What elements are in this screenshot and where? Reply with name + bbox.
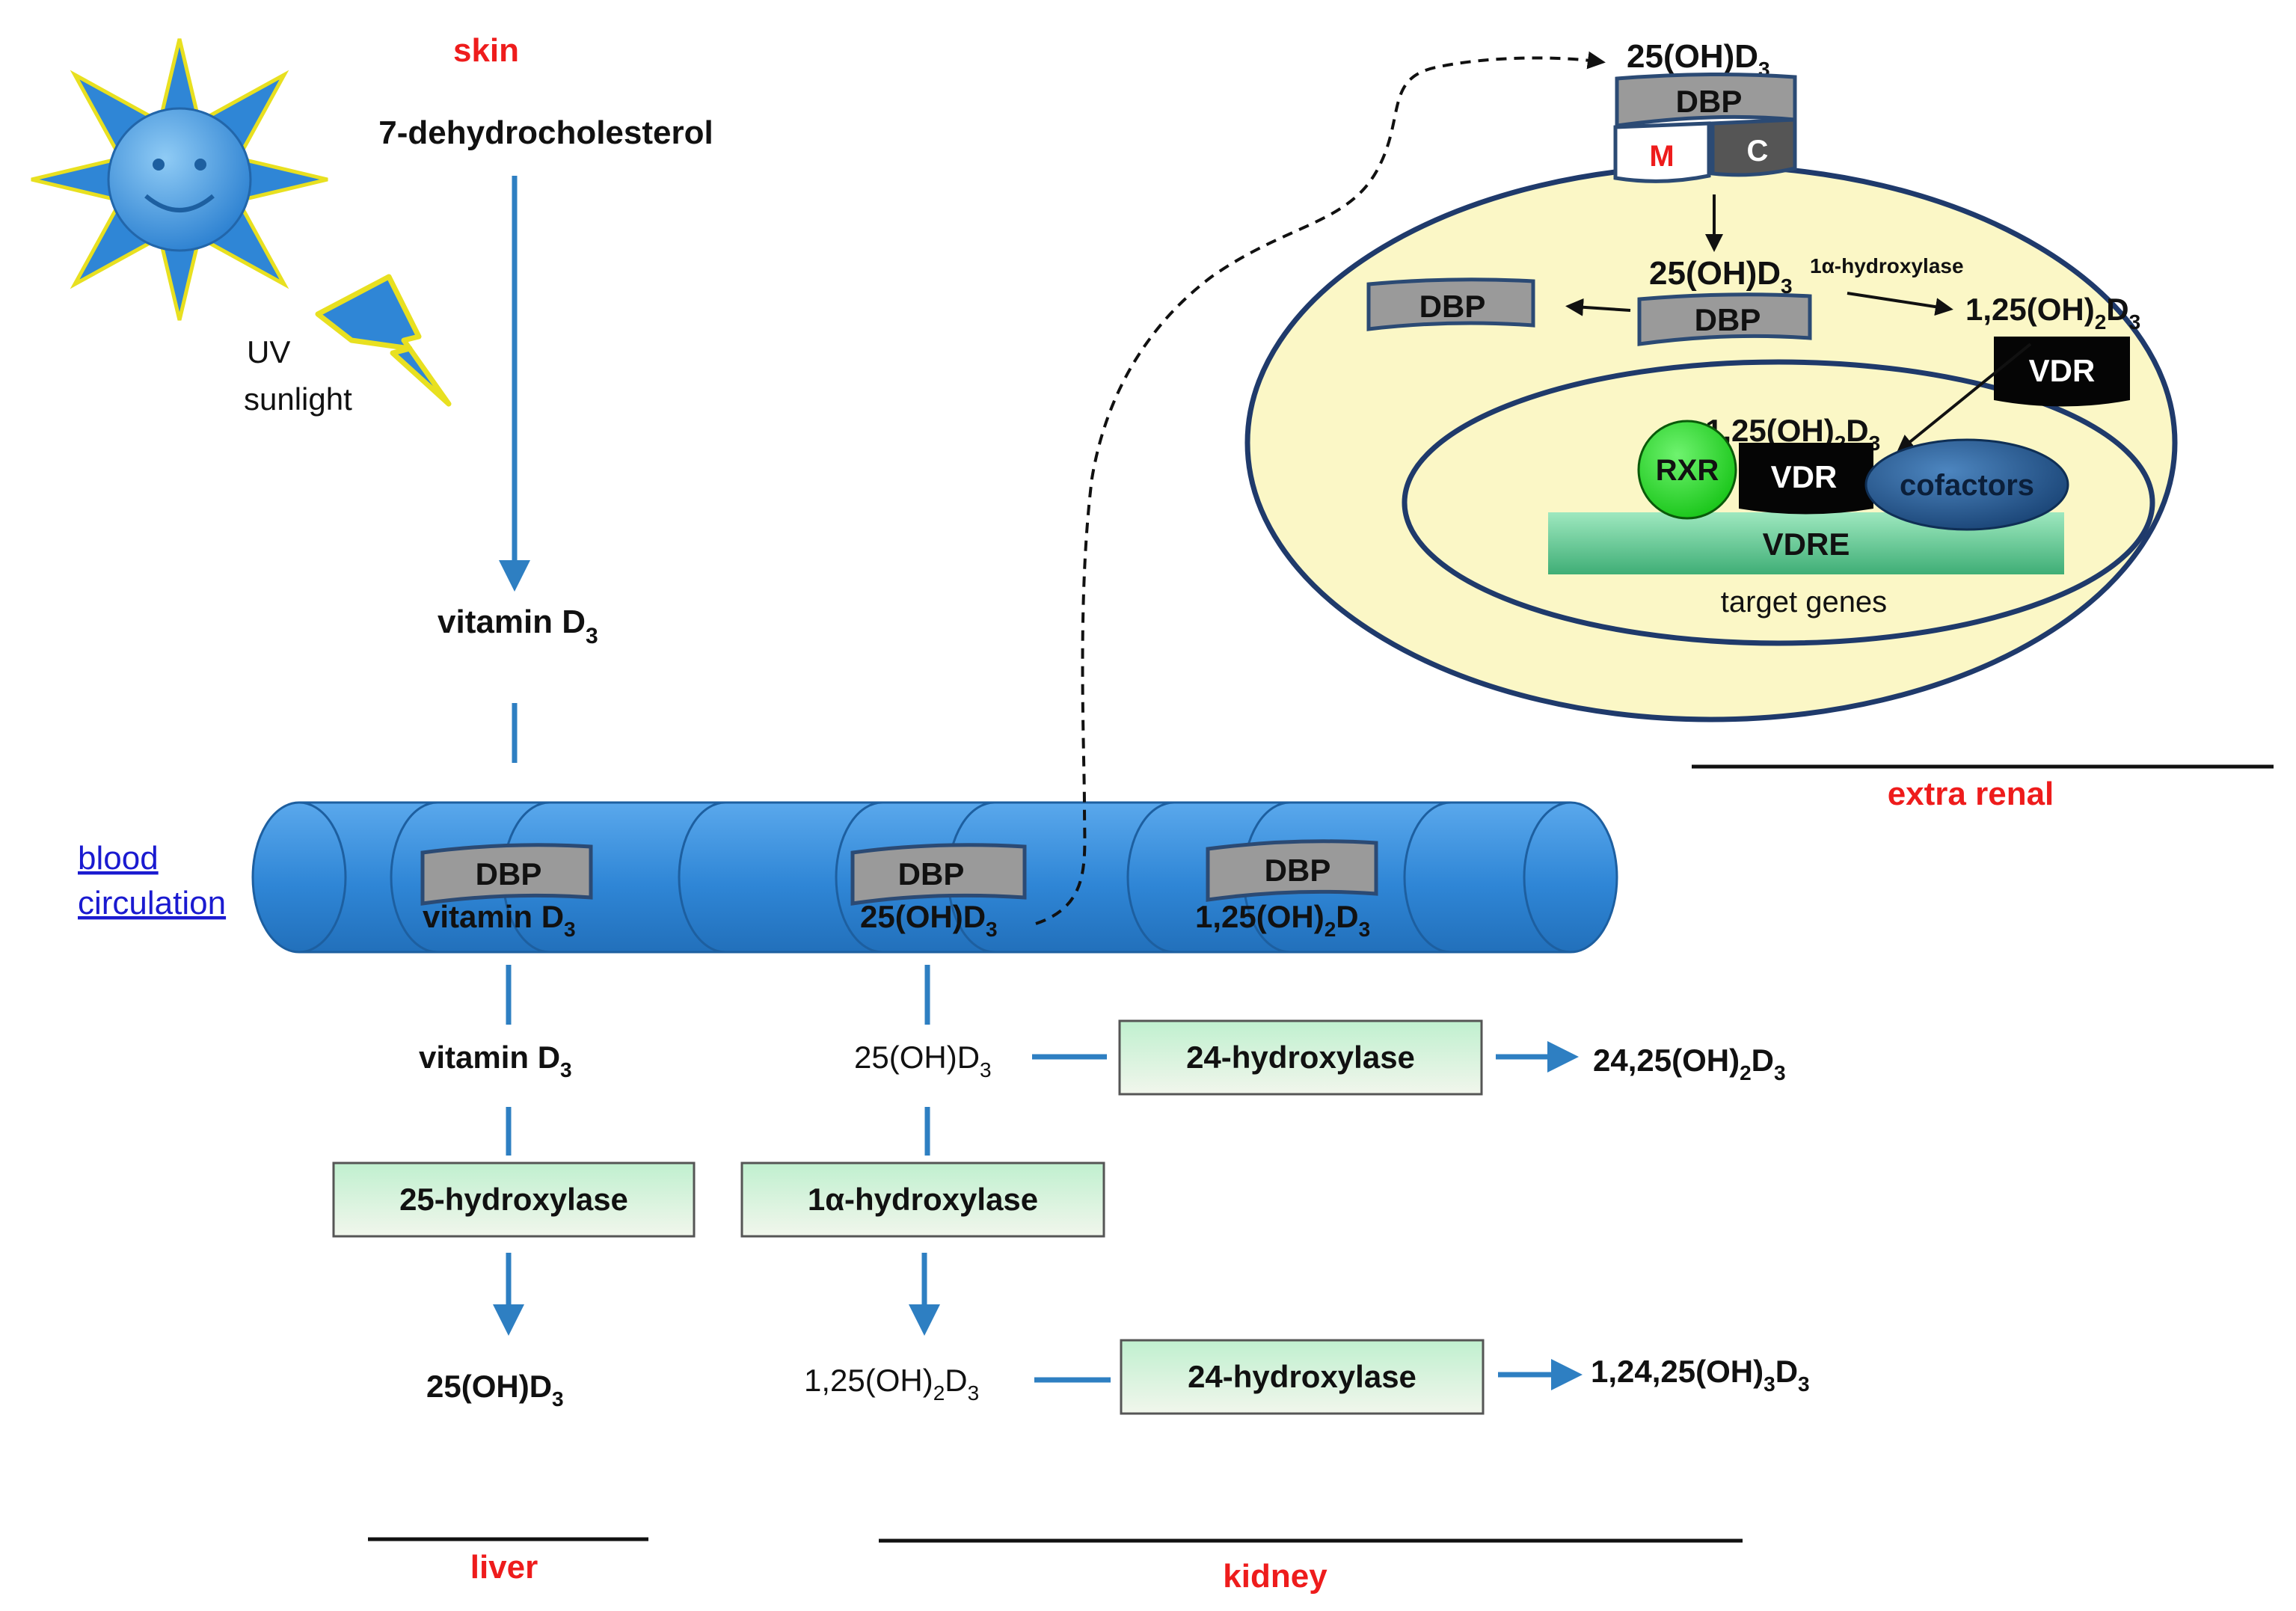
liver-label: liver [470,1549,538,1586]
circulation-label: circulation [78,885,226,921]
dbp-label-3: DBP [1265,853,1331,888]
enzyme-24-hydroxylase-a-label: 24-hydroxylase [1186,1040,1415,1075]
sun-icon [31,38,328,321]
enzyme-24-hydroxylase-a [1118,1019,1483,1096]
vdr-cytoplasm-label: VDR [2029,353,2096,388]
25ohd3-blood-label: 25(OH)D3 [860,899,998,941]
25ohd3-intracell-label: 25(OH)D3 [1649,255,1793,298]
enzyme-1a-hydroxylase [740,1162,1105,1238]
vdr-translocation-arrow [1896,343,2032,453]
125ohd3-intracell-label: 1,25(OH)2D3 [1965,292,2140,334]
sunlight-label: sunlight [244,381,352,417]
1a-hydroxylase-small-label: 1α-hydroxylase [1810,254,1964,277]
vitamin-d3-skin-label: vitamin D3 [438,604,598,648]
cofactors [1864,438,2069,531]
activation-arrow [1847,292,1953,316]
seven-dehydrocholesterol-label: 7-dehydrocholesterol [378,114,713,151]
dbp-label-1: DBP [476,856,542,892]
lightning-bolt-icon [315,274,452,407]
cubilin-label: C [1747,135,1769,168]
vdr-cytoplasm [1994,337,2130,407]
dbp-label-2: DBP [898,856,965,892]
cofactors-label: cofactors [1900,469,2034,502]
25ohd3-liver-label: 25(OH)D3 [426,1369,564,1411]
enzyme-25-hydroxylase [332,1162,696,1238]
enzyme-24-hydroxylase-b-label: 24-hydroxylase [1188,1359,1416,1394]
enzyme-24-hydroxylase-b [1120,1339,1485,1415]
rxr-receptor [1637,420,1737,520]
2425ohd3-label: 24,25(OH)2D3 [1593,1043,1786,1084]
dbp-vessel-vitd3 [420,843,593,906]
vdre-label: VDRE [1763,527,1850,562]
125ohd3-kidney-label: 1,25(OH)2D3 [804,1363,979,1405]
dbp-vessel-125ohd3 [1206,839,1378,902]
dbp-top-label: DBP [1676,84,1743,119]
enzyme-25-hydroxylase-label: 25-hydroxylase [399,1182,628,1217]
dbp-vessel-25ohd3 [850,843,1027,906]
25ohd3-kidney-label: 25(OH)D3 [854,1040,992,1081]
kidney-label: kidney [1223,1558,1327,1595]
release-dbp-arrow [1565,298,1631,316]
dbp-released [1366,277,1535,331]
enzyme-1a-hydroxylase-label: 1α-hydroxylase [808,1182,1038,1217]
megalin-label: M [1649,140,1674,173]
vitamin-d3-blood-label: vitamin D3 [423,899,576,941]
skin-label: skin [453,32,519,69]
rxr-label: RXR [1656,454,1719,487]
dbp-intracell-label: DBP [1695,302,1761,337]
blood-label: blood [78,840,159,877]
25ohd3-top-label: 25(OH)D3 [1627,38,1770,81]
cubilin-receptor [1710,117,1797,177]
megalin-receptor [1613,121,1711,183]
125ohd3-blood-label: 1,25(OH)2D3 [1195,899,1370,941]
uv-label: UV [247,334,290,369]
125ohd3-nucleus-label: 1,25(OH)2D3 [1705,413,1880,455]
vdr-nucleus-label: VDR [1771,459,1838,494]
dashed-transport-path [1035,51,1606,925]
vdr-nucleus [1739,443,1873,515]
target-genes-label: target genes [1721,586,1887,619]
12425ohd3-label: 1,24,25(OH)3D3 [1591,1354,1810,1396]
vitamin-d3-liver-label: vitamin D3 [419,1040,572,1081]
dbp-intracell [1637,292,1812,346]
dbp-released-label: DBP [1419,289,1486,324]
extra-renal-label: extra renal [1888,776,2054,812]
